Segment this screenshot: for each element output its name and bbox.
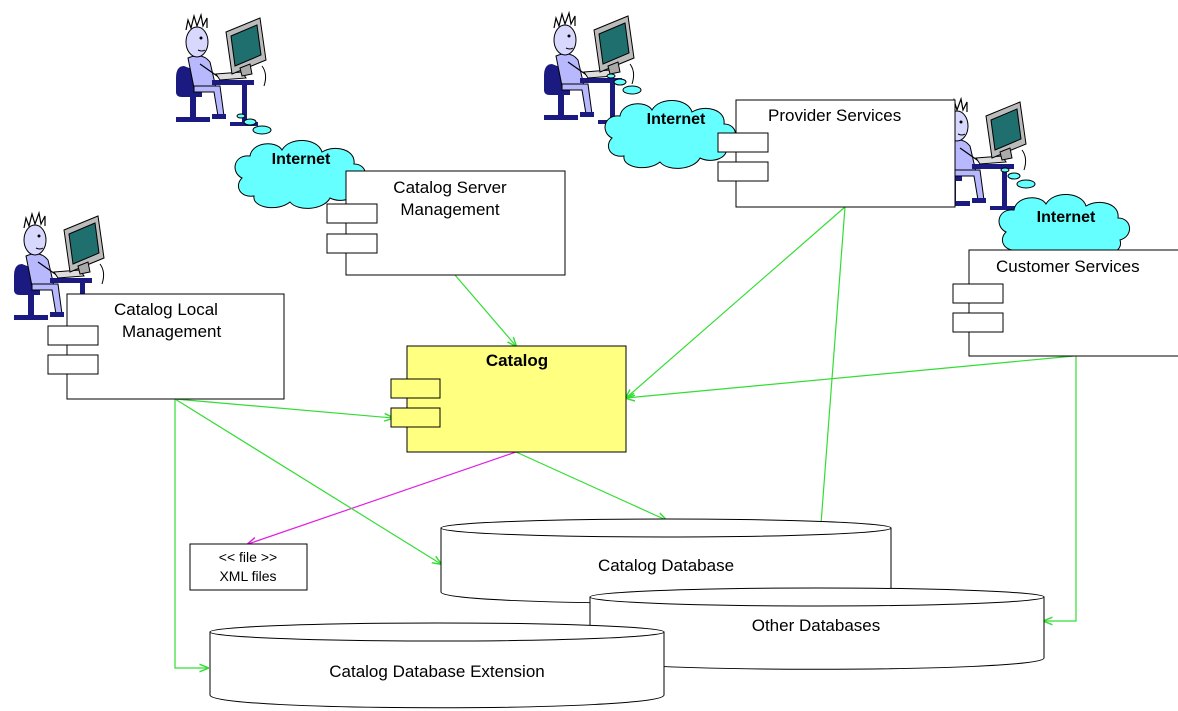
user-at-computer-icon [543, 12, 635, 125]
component-catalog-server-management[interactable]: Catalog Server Management [326, 170, 566, 276]
connector-server-mgmt-to-catalog [454, 274, 516, 346]
connector-catalog-to-catalog-db [515, 451, 666, 520]
catalog-local-management-label-line2: Management [122, 322, 222, 341]
component-interface-icon [47, 354, 99, 375]
database-catalog-database-extension[interactable]: Catalog Database Extension [209, 622, 665, 709]
connector-catalog-to-xml [248, 451, 517, 544]
xml-files-stereotype: << file >> [219, 549, 277, 565]
component-interface-icon [326, 203, 378, 224]
component-interface-icon [952, 312, 1004, 333]
catalog-label: Catalog [486, 351, 548, 370]
component-interface-icon [326, 233, 378, 254]
internet-label-3: Internet [1037, 209, 1096, 226]
internet-label-1: Internet [272, 151, 331, 168]
component-interface-icon [717, 161, 769, 182]
catalog-server-management-label-line1: Catalog Server [393, 178, 507, 197]
artifact-xml-files[interactable]: << file >> XML files [189, 543, 308, 591]
user-at-computer-icon [175, 14, 267, 127]
connector-provider-to-catalog [626, 206, 846, 398]
connectors [174, 206, 1077, 668]
connector-local-mgmt-to-db-extension [174, 399, 208, 668]
component-interface-icon [717, 132, 769, 153]
component-interface-icon [952, 283, 1004, 304]
component-interface-icon [390, 407, 441, 428]
component-catalog[interactable]: Catalog [390, 345, 627, 453]
catalog-database-extension-label: Catalog Database Extension [329, 662, 544, 681]
xml-files-label: XML files [219, 568, 276, 584]
customer-services-label: Customer Services [996, 257, 1140, 276]
internet-label-2: Internet [647, 111, 706, 128]
component-catalog-local-management[interactable]: Catalog Local Management [47, 293, 285, 400]
component-interface-icon [47, 325, 99, 346]
component-provider-services[interactable]: Provider Services [717, 99, 956, 208]
connector-customer-to-catalog [626, 355, 1075, 398]
catalog-server-management-label-line2: Management [400, 200, 500, 219]
component-interface-icon [390, 378, 441, 399]
connector-local-mgmt-to-catalog [174, 398, 393, 418]
provider-services-label: Provider Services [768, 106, 901, 125]
component-customer-services[interactable]: Customer Services [952, 249, 1178, 357]
catalog-database-label: Catalog Database [598, 556, 734, 575]
connector-customer-to-other-db [1044, 356, 1077, 621]
other-databases-label: Other Databases [752, 616, 881, 635]
connector-local-mgmt-to-catalog-db [174, 398, 441, 564]
catalog-local-management-label-line1: Catalog Local [114, 300, 218, 319]
